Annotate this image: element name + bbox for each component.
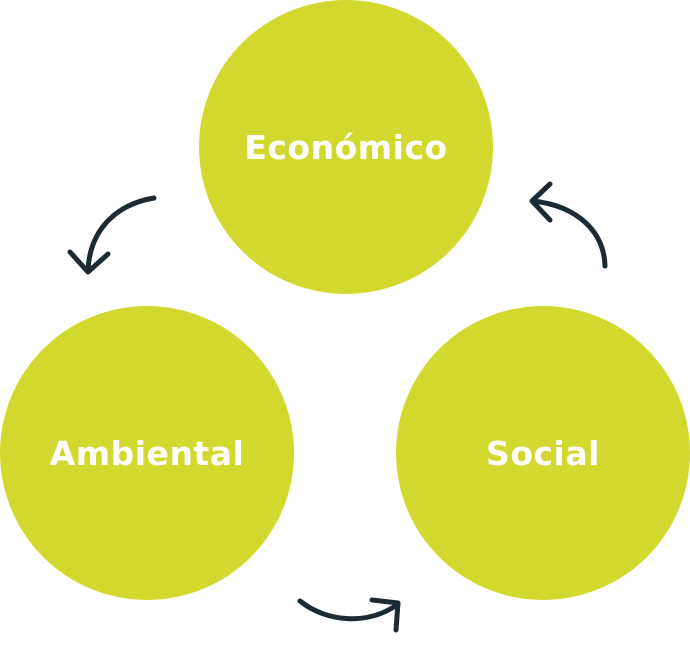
node-ambiental: Ambiental bbox=[0, 306, 294, 600]
arrow-social-to-economico-head bbox=[529, 181, 553, 223]
arrow-social-to-economico-shaft bbox=[530, 198, 608, 269]
arrow-ambiental-to-social-head bbox=[369, 597, 401, 633]
arrow-ambiental-to-social bbox=[297, 597, 401, 633]
arrow-economico-to-ambiental-shaft bbox=[85, 195, 157, 273]
arrow-economico-to-ambiental-head bbox=[67, 249, 111, 275]
node-economico: Económico bbox=[199, 0, 493, 294]
node-ambiental-label: Ambiental bbox=[49, 433, 245, 473]
arrow-social-to-economico bbox=[529, 181, 608, 269]
arrow-economico-to-ambiental bbox=[67, 195, 157, 275]
arrow-ambiental-to-social-shaft bbox=[297, 598, 401, 622]
node-social: Social bbox=[396, 306, 690, 600]
node-economico-label: Económico bbox=[244, 127, 448, 167]
node-social-label: Social bbox=[486, 433, 600, 473]
